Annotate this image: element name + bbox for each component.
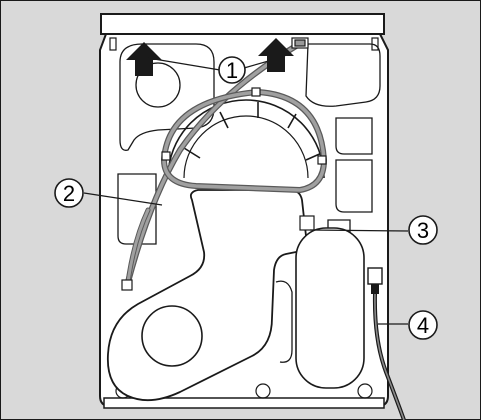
outlet-port xyxy=(141,305,203,367)
drain-hose xyxy=(125,43,327,285)
housing-assembly xyxy=(106,189,308,402)
leader-lines xyxy=(83,57,409,325)
callout-4-label: 4 xyxy=(417,313,429,338)
clip-3 xyxy=(299,215,315,231)
lower-right-cover xyxy=(295,227,365,389)
callout-4: 4 xyxy=(408,310,438,340)
callout-1: 1 xyxy=(218,56,246,84)
callout-3-label: 3 xyxy=(417,218,429,243)
clips xyxy=(121,37,327,291)
callout-2: 2 xyxy=(54,178,84,208)
foot-center xyxy=(255,383,271,399)
recess-upper-right xyxy=(305,43,381,107)
power-socket xyxy=(367,267,383,285)
callout-2-label: 2 xyxy=(63,181,75,206)
arrow-up-right-icon xyxy=(258,38,294,72)
power-cable xyxy=(367,267,406,420)
drum-rear xyxy=(167,99,325,179)
callout-3: 3 xyxy=(408,215,438,245)
base-strip xyxy=(103,397,385,409)
foot-right xyxy=(357,383,373,399)
recess-upper-left xyxy=(119,43,215,151)
callout-1-label: 1 xyxy=(226,58,238,83)
top-lid xyxy=(100,13,385,35)
circular-recess-left xyxy=(135,62,181,108)
arrow-up-left-icon xyxy=(126,42,162,76)
lift-arrows xyxy=(126,38,294,76)
panel-recesses xyxy=(117,43,381,263)
